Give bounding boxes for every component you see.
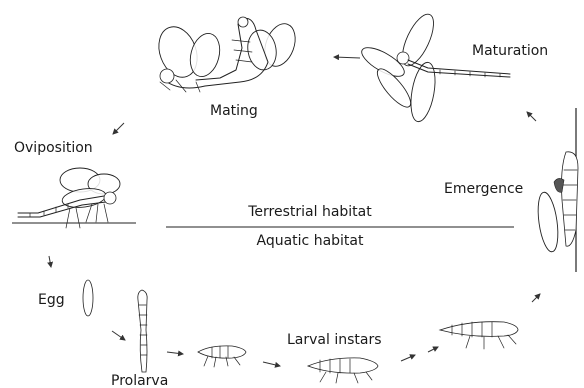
larval-instar-3-illustration: [440, 322, 518, 349]
egg-illustration: [83, 280, 93, 316]
emergence-label: Emergence: [444, 181, 523, 197]
ovipositing-dragonfly-illustration: [12, 168, 136, 228]
arrow-prolarva-to-instar-1: [167, 352, 183, 354]
mating-dragonflies-illustration: [152, 17, 300, 92]
larval-instar-2-illustration: [308, 358, 378, 383]
arrow-instar-1-to-instar-2: [263, 362, 280, 366]
arrow-egg-to-prolarva: [112, 331, 125, 340]
arrow-mating-to-oviposition: [113, 123, 124, 134]
emerging-dragonfly-illustration: [535, 108, 578, 272]
arrow-instar-to-emergence: [532, 294, 540, 302]
egg-label: Egg: [38, 292, 65, 308]
mating-label: Mating: [210, 103, 258, 119]
arrow-instar-2-to-instar-3b: [428, 347, 438, 352]
terrestrial-habitat-label: Terrestrial habitat: [247, 204, 372, 220]
prolarva-label: Prolarva: [111, 373, 168, 388]
larval-instars-label: Larval instars: [287, 332, 382, 348]
arrow-emergence-to-maturation: [527, 112, 536, 121]
arrow-maturation-to-mating: [334, 57, 360, 58]
oviposition-label: Oviposition: [14, 140, 93, 156]
larval-instar-1-illustration: [198, 346, 246, 367]
aquatic-habitat-label: Aquatic habitat: [257, 233, 364, 249]
prolarva-illustration: [138, 290, 147, 372]
mature-dragonfly-illustration: [358, 10, 510, 123]
arrow-oviposition-to-egg: [49, 256, 51, 267]
arrow-instar-2-to-instar-3: [401, 355, 415, 361]
maturation-label: Maturation: [472, 43, 548, 59]
